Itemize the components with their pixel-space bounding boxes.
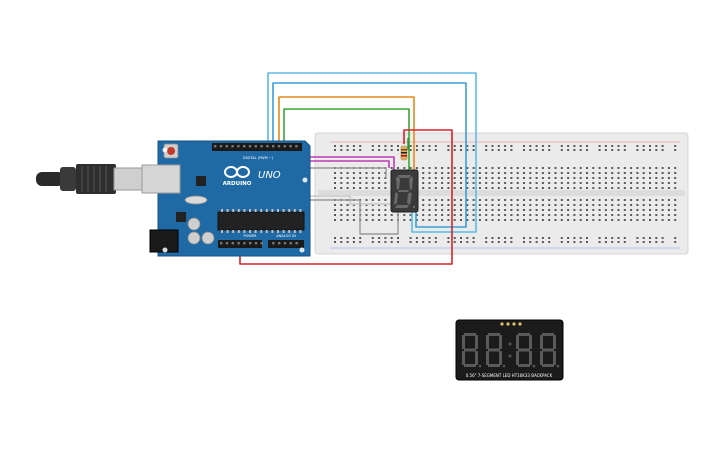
led-backpack-display[interactable]: 8888 0.56" 7-SEGMENT LED HT16K33 BACKPAC… bbox=[455, 319, 564, 381]
capacitor-3 bbox=[201, 231, 215, 245]
small-chip bbox=[196, 176, 206, 186]
backpack-header-pins bbox=[500, 322, 522, 326]
wire-light-blue-outer[interactable] bbox=[267, 72, 477, 233]
backpack-digit: 8 bbox=[486, 333, 506, 368]
digital-label: DIGITAL (PWM ~) bbox=[243, 156, 274, 160]
wire-red-top[interactable] bbox=[239, 129, 453, 265]
power-header[interactable] bbox=[218, 240, 262, 248]
backpack-label: 0.56" 7-SEGMENT LED HT16K33 BACKPACK bbox=[466, 373, 553, 378]
usb-cable bbox=[36, 164, 145, 194]
analog-label: ANALOG IN bbox=[276, 234, 296, 238]
crystal-oscillator bbox=[184, 195, 208, 205]
power-label: POWER bbox=[244, 234, 258, 238]
wire-green[interactable] bbox=[283, 108, 410, 170]
arduino-uno-board[interactable]: ARDUINO UNO DIGITAL (PWM ~) POWER ANALOG… bbox=[141, 140, 311, 257]
wire-orange[interactable] bbox=[278, 96, 415, 170]
bottom-pins bbox=[220, 242, 298, 245]
power-rail-lines bbox=[330, 141, 680, 249]
digital-pins bbox=[214, 145, 298, 148]
backpack-digits: 8888 bbox=[462, 333, 560, 368]
capacitor-1 bbox=[187, 217, 201, 231]
uno-label: UNO bbox=[258, 170, 281, 181]
wire-blue[interactable] bbox=[272, 82, 467, 228]
breadboard[interactable] bbox=[314, 132, 689, 255]
backpack-digit: 8 bbox=[516, 333, 536, 368]
capacitor-2 bbox=[187, 231, 201, 245]
backpack-digit: 8 bbox=[540, 333, 560, 368]
arduino-logo-text: ARDUINO bbox=[223, 181, 252, 187]
arduino-infinity-logo bbox=[224, 166, 250, 178]
resistor[interactable] bbox=[400, 145, 408, 161]
regulator bbox=[176, 212, 186, 222]
seven-segment-display[interactable]: 8 bbox=[390, 169, 419, 213]
usb-port bbox=[141, 164, 181, 194]
atmega-chip bbox=[217, 211, 305, 231]
chip-legs bbox=[221, 209, 302, 233]
breadboard-holes bbox=[334, 145, 677, 243]
backpack-digit: 8 bbox=[462, 333, 482, 368]
colon bbox=[508, 342, 512, 358]
